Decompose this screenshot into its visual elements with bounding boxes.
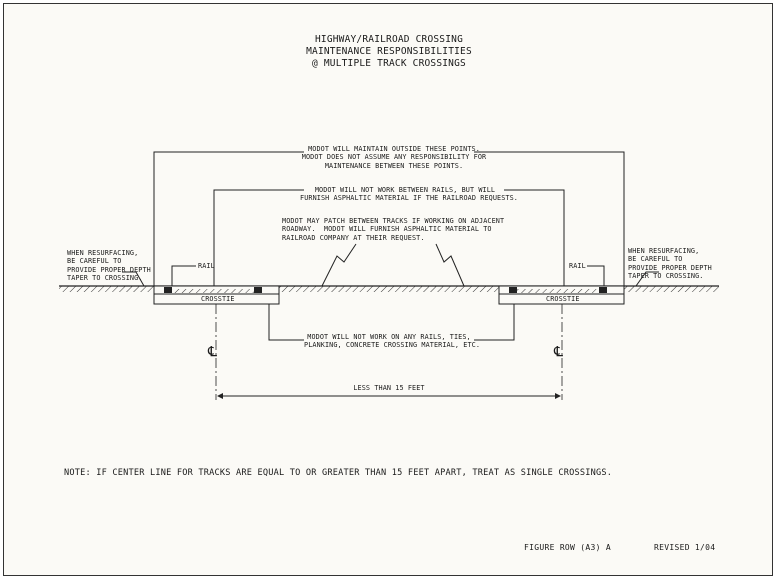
patch-leader-lines bbox=[321, 243, 465, 287]
spacing-note: NOTE: IF CENTER LINE FOR TRACKS ARE EQUA… bbox=[64, 468, 613, 478]
rail-leaders bbox=[171, 265, 605, 286]
left-track-crossing bbox=[153, 285, 280, 305]
crosstie-left-label: CROSSTIE bbox=[201, 295, 235, 303]
crosstie-right-label: CROSSTIE bbox=[546, 295, 580, 303]
drawing-title: HIGHWAY/RAILROAD CROSSING MAINTENANCE RE… bbox=[264, 34, 514, 70]
resurfacing-right-callout: WHEN RESURFACING, BE CAREFUL TO PROVIDE … bbox=[628, 247, 712, 281]
will-not-work-bracket bbox=[268, 304, 515, 341]
rail-left-outer bbox=[164, 287, 172, 293]
title-line: HIGHWAY/RAILROAD CROSSING bbox=[315, 34, 463, 45]
track-centerlines bbox=[215, 304, 563, 400]
resurfacing-leaders bbox=[122, 271, 659, 287]
resurfacing-left-callout: WHEN RESURFACING, BE CAREFUL TO PROVIDE … bbox=[67, 249, 151, 283]
figure-number: FIGURE ROW (A3) A bbox=[524, 543, 611, 552]
title-line: MAINTENANCE RESPONSIBILITIES bbox=[306, 46, 472, 57]
dimension-label: LESS THAN 15 FEET bbox=[353, 384, 425, 392]
outside-points-callout: MODOT WILL MAINTAIN OUTSIDE THESE POINTS… bbox=[301, 145, 487, 170]
rail-right-outer bbox=[599, 287, 607, 293]
centerline-symbol-left: ℄ bbox=[208, 344, 218, 360]
rail-left-label: RAIL bbox=[198, 262, 215, 270]
crossing-diagram bbox=[59, 151, 719, 400]
revision-date: REVISED 1/04 bbox=[654, 543, 716, 552]
between-rails-bracket bbox=[213, 189, 565, 286]
rail-right-inner bbox=[509, 287, 517, 293]
drawing-sheet: HIGHWAY/RAILROAD CROSSING MAINTENANCE RE… bbox=[3, 3, 773, 576]
rail-left-inner bbox=[254, 287, 262, 293]
patch-tracks-callout: MODOT MAY PATCH BETWEEN TRACKS IF WORKIN… bbox=[282, 217, 505, 242]
will-not-work-callout: MODOT WILL NOT WORK ON ANY RAILS, TIES, … bbox=[304, 333, 481, 350]
title-line: @ MULTIPLE TRACK CROSSINGS bbox=[312, 58, 466, 69]
centerline-symbol-right: ℄ bbox=[554, 344, 564, 360]
between-rails-callout: MODOT WILL NOT WORK BETWEEN RAILS, BUT W… bbox=[300, 186, 518, 203]
outside-points-bracket bbox=[153, 151, 625, 286]
right-track-crossing bbox=[498, 285, 625, 305]
rail-right-label: RAIL bbox=[569, 262, 586, 270]
